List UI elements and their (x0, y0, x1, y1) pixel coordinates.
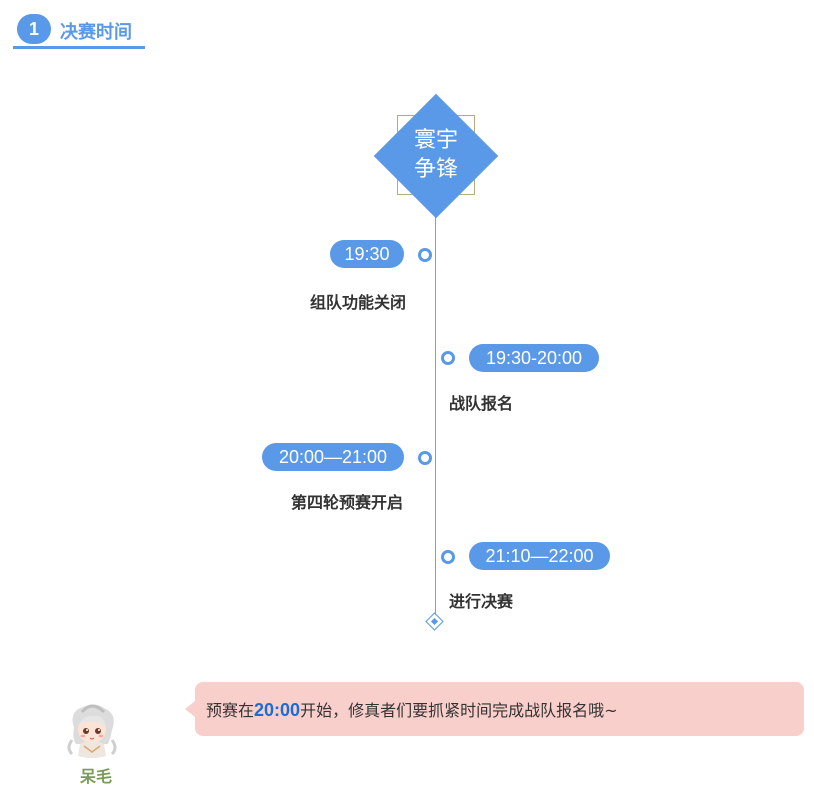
event-time-pill: 20:00—21:00 (262, 443, 404, 471)
timeline-title-line1: 寰宇 (413, 128, 458, 153)
character-name: 呆毛 (80, 767, 113, 786)
timeline-dot (441, 351, 455, 365)
speech-bubble-text: 预赛在20:00开始，修真者们要抓紧时间完成战队报名哦~ (206, 697, 617, 721)
bubble-time-highlight: 20:00 (254, 700, 301, 720)
timeline-dot (418, 248, 432, 262)
timeline-dot (441, 550, 455, 564)
timeline-title: 寰宇 争锋 (395, 126, 477, 184)
event-time-pill: 19:30-20:00 (469, 344, 599, 372)
event-label: 第四轮预赛开启 (291, 493, 404, 512)
section-underline (13, 46, 145, 49)
timeline-title-line2: 争锋 (413, 157, 458, 182)
section-header: 1 决赛时间 (13, 12, 145, 50)
event-time-pill: 19:30 (330, 240, 404, 268)
chibi-character-avatar-icon (67, 704, 117, 758)
bubble-text-prefix: 预赛在 (206, 701, 255, 720)
event-time-pill: 21:10—22:00 (469, 542, 610, 570)
section-title: 决赛时间 (60, 22, 132, 43)
section-number-badge: 1 (17, 14, 51, 44)
event-label: 战队报名 (449, 394, 514, 413)
bubble-text-suffix: 开始，修真者们要抓紧时间完成战队报名哦~ (300, 701, 618, 720)
timeline-axis (435, 210, 436, 620)
timeline-end-diamond-icon (425, 612, 444, 631)
event-label: 组队功能关闭 (310, 293, 407, 312)
timeline-dot (418, 451, 432, 465)
speech-bubble: 预赛在20:00开始，修真者们要抓紧时间完成战队报名哦~ (185, 682, 804, 736)
event-label: 进行决赛 (449, 592, 514, 611)
